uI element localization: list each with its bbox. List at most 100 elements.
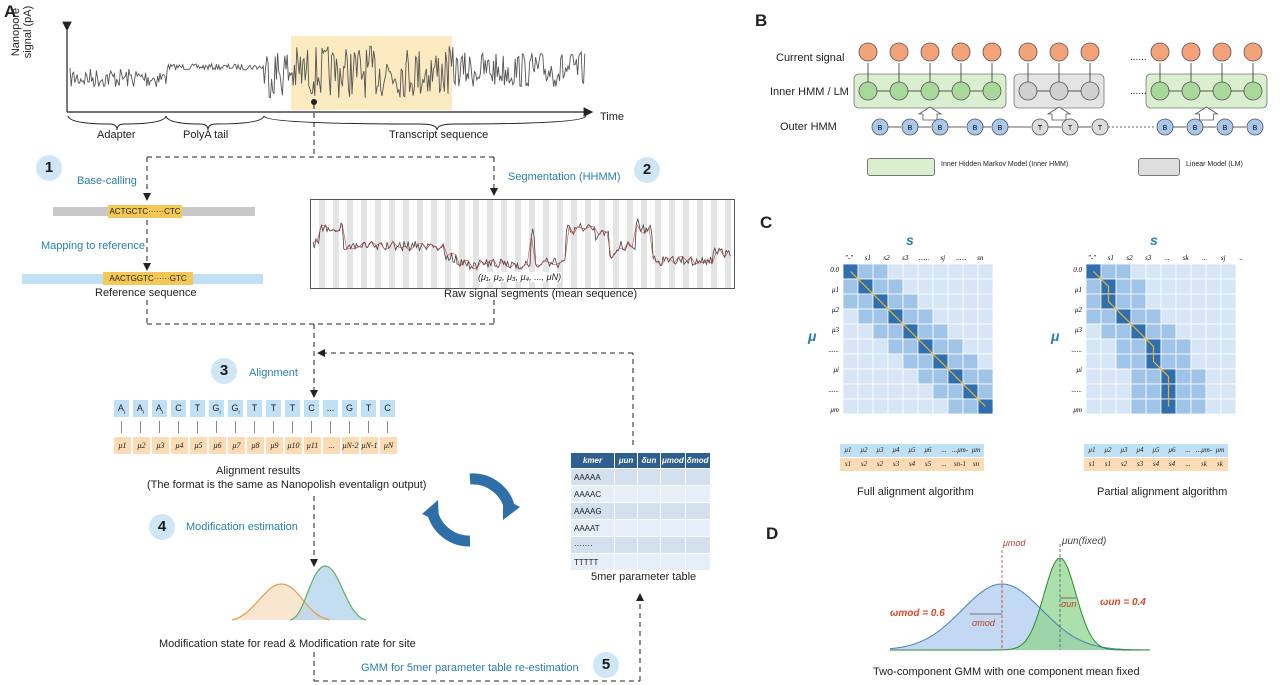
aligned-base-text: ... [326,403,335,413]
matrix-cell [842,323,859,340]
matrix-cell [1130,353,1147,370]
matrix-cell [1130,368,1147,385]
step-3-badge: 3 [211,358,237,384]
aligned-mean-cell: μ7 [228,437,245,454]
segment-label-transcript: Transcript sequence [389,129,489,141]
segment-label-adapter: Adapter [97,129,136,141]
matrix-cell [932,383,949,400]
matrix-cell [1130,308,1147,325]
row-label-outer-hmm: Outer HMM [780,121,837,133]
matrix-cell [1160,323,1177,340]
alignment-connector [330,421,331,433]
inner-state-node [982,81,1002,101]
aligned-base-cell: C [304,400,319,417]
gmm-caption: Two-component GMM with one component mea… [873,666,1140,678]
aligned-base-cell: T [266,400,281,417]
matrix-cell [1205,263,1222,280]
kmer-value-cell [684,519,711,537]
kmer-row: AAAAT [570,519,711,537]
matrix-cell [1100,308,1117,325]
matrix-cell [947,278,964,295]
gmm-un-component [890,558,1150,650]
matrix-cell [917,263,934,280]
inner-state-node [920,81,940,101]
outer-state-label: B [1163,125,1168,132]
matrix-cell [1205,353,1222,370]
current-signal-node [951,42,971,62]
aligned-base-cell: ... [323,400,338,417]
alignment-result-cell: sk [1196,458,1212,471]
matrix-cell [1190,338,1207,355]
step-2-label: Segmentation (HHMM) [508,171,621,183]
gmm-mod-curve [890,583,1150,651]
matrix-cell [872,398,889,415]
matrix-cell [902,263,919,280]
legend-lm-swatch [1138,158,1180,176]
read-sequence: ACTGCTC······CTC [108,205,182,218]
kmer-value-cell [637,468,661,486]
matrix-cell [1220,263,1237,280]
matrix-cell [1115,323,1132,340]
matrix-cell [1115,263,1132,280]
alignment-connector [121,421,122,433]
alignment-result-cell: μ3 [872,444,888,457]
alignment-result-cell: s1 [1084,458,1100,471]
aligned-base-cell: T [190,400,205,417]
aligned-mean-cell: μ10 [285,437,302,454]
matrix-col-label: sj [940,254,945,262]
matrix-cell [857,323,874,340]
matrix-cell [1085,383,1102,400]
outer-state-node [1246,118,1264,136]
matrix-cell [1085,323,1102,340]
step-1-badge: 1 [36,155,62,181]
matrix-cell [1115,398,1132,415]
aligned-base-text: G [212,403,220,413]
aligned-base-text: T [289,403,296,413]
matrix-cell [1220,368,1237,385]
alignment-result-cell: μm [1212,444,1228,457]
kmer-value-cell [684,536,711,554]
matrix-cell [887,383,904,400]
mean-sequence-label: (μ₁, μ₂, μ₃, μ₄, ..., μN) [478,272,562,282]
alignment-connector [197,421,198,433]
aligned-mean-cell: μ11 [304,437,321,454]
alignment-result-cell: μm [968,444,984,457]
matrix-row-label: μ3 [832,326,840,334]
current-signal-node [920,42,940,62]
matrix-cell [962,368,979,385]
mu-mod-label: μmod [1003,538,1026,548]
matrix-cell [1190,323,1207,340]
up-arrow-icon [1046,106,1072,121]
kmer-row: TTTTT [570,553,711,571]
mapping-label: Mapping to reference [41,240,145,252]
matrix-cell [872,278,889,295]
outer-state-label: B [1223,125,1228,132]
matrix-col-label: s1 [1108,254,1114,262]
matrix-cell [977,368,994,385]
mu-un-label: μun(fixed) [1062,536,1107,547]
outer-state-label: T [1038,125,1043,132]
matrix-cell [1130,398,1147,415]
alignment-result-cell: s3 [888,458,904,471]
matrix-cell [1205,338,1222,355]
kmer-value-cell [660,485,686,503]
kmer-value-cell [614,502,638,520]
matrix-col-label: sk [1183,254,1190,262]
matrix-cell [947,308,964,325]
matrix-cell [1205,368,1222,385]
matrix-cell [1175,323,1192,340]
current-signal-node [889,42,909,62]
alignment-caption-1: Alignment results [216,465,301,477]
step-1-label: Base-calling [77,175,137,187]
aligned-base-text: C [384,403,391,413]
outer-state-label: B [998,125,1003,132]
matrix-cell [1130,338,1147,355]
current-signal-node [1212,42,1232,62]
matrix-cell [1115,293,1132,310]
sigma-un-label: σun [1061,599,1077,609]
matrix-cell [1220,353,1237,370]
aligned-base-subscript: i [219,409,221,416]
reference-sequence: AACTGGTC······GTC [103,272,193,285]
matrix-cell [1145,383,1162,400]
